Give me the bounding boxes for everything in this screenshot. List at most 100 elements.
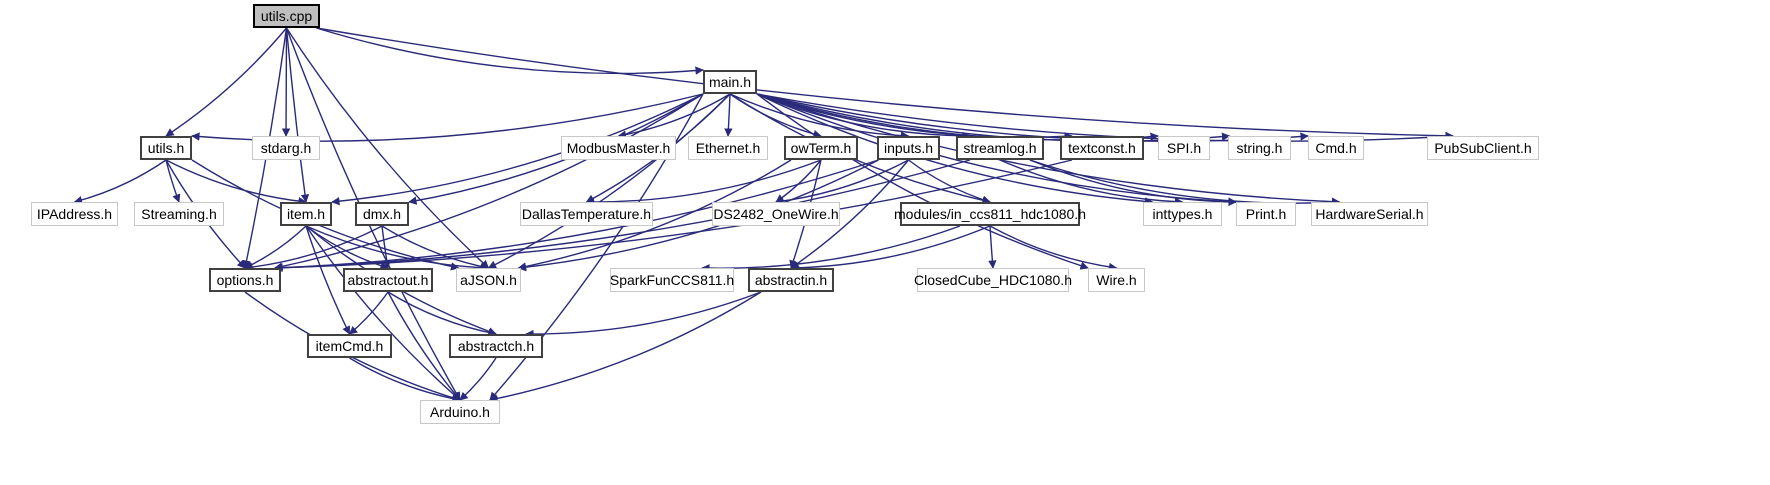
node-label: utils.h — [147, 140, 185, 156]
node-ds2482-h[interactable]: DS2482_OneWire.h — [712, 202, 840, 226]
node-sparkfun-h[interactable]: SparkFunCCS811.h — [610, 268, 734, 292]
edge-inputs-h-to-options-h — [274, 159, 879, 272]
edge-in-ccs811-h-to-wire-h — [989, 225, 1118, 272]
node-label: utils.cpp — [260, 8, 313, 24]
node-options-h[interactable]: options.h — [209, 268, 281, 292]
node-label: Wire.h — [1096, 272, 1137, 288]
edge-in-ccs811-h-to-sparkfun-h — [701, 225, 961, 273]
edge-item-h-to-itemcmd-h — [305, 225, 351, 335]
node-spi-h[interactable]: SPI.h — [1158, 136, 1210, 160]
node-dallastemp-h[interactable]: DallasTemperature.h — [520, 202, 653, 226]
edge-utils-h-to-streaming-h — [165, 159, 181, 203]
node-label: abstractout.h — [347, 272, 429, 288]
node-label: inputs.h — [883, 140, 934, 156]
edge-utils-cpp-to-utils-h — [165, 27, 288, 137]
edge-main-h-to-ethernet-h — [724, 93, 733, 137]
node-label: Print.h — [1245, 206, 1287, 222]
edge-main-h-to-inputs-h — [729, 93, 910, 140]
edge-abstractch-h-to-arduino-h — [459, 357, 497, 401]
node-streaming-h[interactable]: Streaming.h — [134, 202, 224, 226]
node-label: PubSubClient.h — [1434, 140, 1532, 156]
node-itemcmd-h[interactable]: itemCmd.h — [307, 334, 392, 358]
edge-utils-cpp-to-item-h — [285, 27, 310, 203]
node-label: streamlog.h — [963, 140, 1037, 156]
edge-dmx-h-to-ajson-h — [381, 225, 490, 271]
node-label: ClosedCube_HDC1080.h — [914, 272, 1072, 288]
node-item-h[interactable]: item.h — [280, 202, 332, 226]
node-label: DS2482_OneWire.h — [713, 206, 839, 222]
node-print-h[interactable]: Print.h — [1236, 202, 1296, 226]
edge-main-h-to-modbusmaster-h — [617, 93, 731, 139]
node-label: HardwareSerial.h — [1315, 206, 1424, 222]
node-ethernet-h[interactable]: Ethernet.h — [688, 136, 768, 160]
node-label: Streaming.h — [141, 206, 217, 222]
edge-streamlog-h-to-print-h — [1029, 159, 1237, 207]
node-label: stdarg.h — [260, 140, 312, 156]
node-ipaddress-h[interactable]: IPAddress.h — [31, 202, 118, 226]
edge-abstractout-h-to-arduino-h — [387, 291, 461, 401]
node-main-h[interactable]: main.h — [703, 70, 757, 94]
node-label: Ethernet.h — [695, 140, 761, 156]
edge-main-h-to-hardwareserial-h — [756, 93, 1341, 206]
edge-streamlog-h-to-options-h — [274, 159, 971, 272]
node-utils-cpp[interactable]: utils.cpp — [253, 4, 320, 28]
node-inputs-h[interactable]: inputs.h — [877, 136, 940, 160]
edge-in-ccs811-h-to-closedcube-h — [988, 225, 997, 269]
node-inttypes-h[interactable]: inttypes.h — [1143, 202, 1222, 226]
edge-main-h-to-arduino-h — [489, 93, 704, 401]
node-pubsubclient-h[interactable]: PubSubClient.h — [1427, 136, 1539, 160]
node-ajson-h[interactable]: aJSON.h — [456, 268, 521, 292]
node-label: DallasTemperature.h — [521, 206, 652, 222]
node-textconst-h[interactable]: textconst.h — [1060, 136, 1144, 160]
node-label: aJSON.h — [460, 272, 517, 288]
edge-inputs-h-to-ds2482-h — [775, 159, 909, 206]
node-arduino-h[interactable]: Arduino.h — [420, 400, 500, 424]
node-label: dmx.h — [362, 206, 402, 222]
node-cmd-h[interactable]: Cmd.h — [1308, 136, 1364, 160]
node-label: string.h — [1236, 140, 1283, 156]
edge-main-h-to-dmx-h — [408, 93, 704, 205]
node-modbusmaster-h[interactable]: ModbusMaster.h — [561, 136, 676, 160]
node-dmx-h[interactable]: dmx.h — [355, 202, 409, 226]
node-label: IPAddress.h — [36, 206, 113, 222]
node-abstractch-h[interactable]: abstractch.h — [449, 334, 543, 358]
node-abstractin-h[interactable]: abstractin.h — [748, 268, 834, 292]
node-label: modules/in_ccs811_hdc1080.h — [894, 206, 1086, 222]
node-utils-h[interactable]: utils.h — [140, 136, 192, 160]
edge-dmx-h-to-options-h — [244, 225, 383, 272]
edge-abstractout-h-to-itemcmd-h — [348, 291, 389, 335]
node-abstractout-h[interactable]: abstractout.h — [343, 268, 433, 292]
edge-main-h-to-options-h — [274, 93, 704, 271]
node-label: itemCmd.h — [315, 338, 384, 354]
edge-streamlog-h-to-inttypes-h — [999, 159, 1184, 206]
node-label: SPI.h — [1166, 140, 1202, 156]
node-label: owTerm.h — [790, 140, 852, 156]
edge-owterm-h-to-ajson-h — [517, 159, 792, 271]
node-label: Arduino.h — [430, 404, 490, 420]
node-wire-h[interactable]: Wire.h — [1088, 268, 1145, 292]
edge-item-h-to-ajson-h — [305, 225, 490, 272]
edge-streamlog-h-to-hardwareserial-h — [1029, 159, 1341, 207]
edge-utils-cpp-to-main-h — [316, 27, 704, 75]
node-stdarg-h[interactable]: stdarg.h — [252, 136, 320, 160]
node-label: options.h — [216, 272, 274, 288]
edge-utils-cpp-to-pubsubclient-h — [316, 27, 1454, 141]
node-label: inttypes.h — [1152, 206, 1213, 222]
node-streamlog-h[interactable]: streamlog.h — [956, 136, 1044, 160]
edge-main-h-to-item-h — [331, 93, 704, 206]
edge-utils-h-to-ipaddress-h — [73, 159, 167, 205]
edge-inputs-h-to-in-ccs811-h — [908, 159, 991, 204]
edge-utils-h-to-item-h — [165, 159, 307, 206]
edge-utils-cpp-to-stdarg-h — [281, 27, 291, 137]
node-owterm-h[interactable]: owTerm.h — [784, 136, 858, 160]
edge-dmx-h-to-abstractout-h — [381, 225, 391, 269]
node-closedcube-h[interactable]: ClosedCube_HDC1080.h — [914, 268, 1072, 292]
node-hardwareserial-h[interactable]: HardwareSerial.h — [1311, 202, 1428, 226]
node-string-h[interactable]: string.h — [1228, 136, 1291, 160]
edge-item-h-to-arduino-h — [305, 225, 461, 401]
node-in-ccs811-h[interactable]: modules/in_ccs811_hdc1080.h — [894, 202, 1086, 226]
edge-inputs-h-to-abstractin-h — [790, 159, 910, 269]
edge-owterm-h-to-dallastemp-h — [585, 159, 822, 207]
